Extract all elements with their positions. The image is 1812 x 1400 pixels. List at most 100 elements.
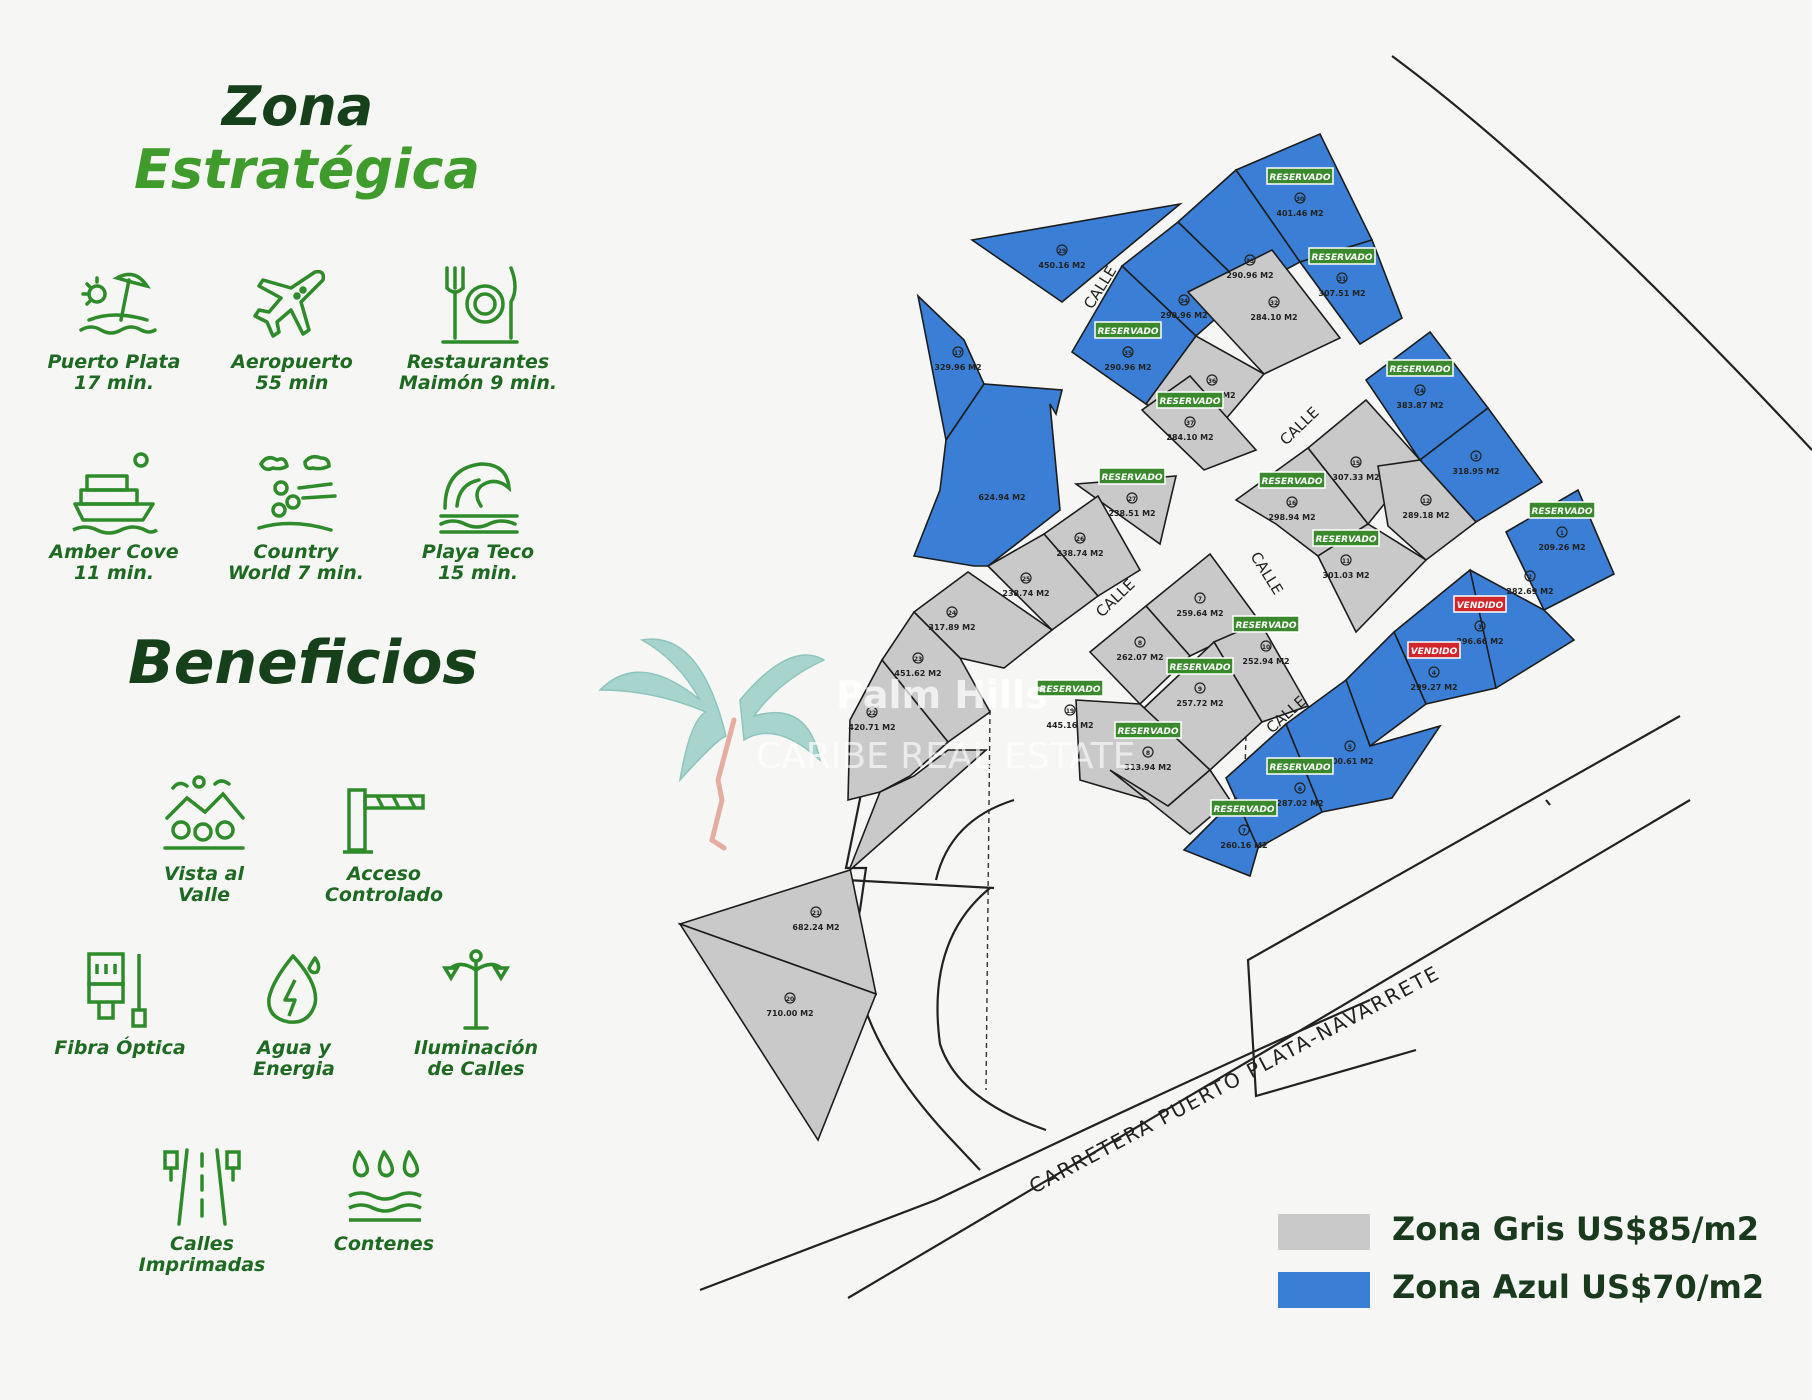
lot-number-marker [1244, 254, 1256, 266]
street-label-4: CALLE [1247, 549, 1287, 598]
beneficios-title: Beneficios [128, 628, 479, 698]
lot-number: 5 [1348, 744, 1352, 751]
legend-swatch-azul [1278, 1272, 1370, 1308]
title-zona: Zona [222, 75, 374, 138]
lot-number: 19 [1066, 708, 1074, 715]
wave-icon [439, 462, 519, 534]
lot-area: 287.02 M2 [1276, 799, 1323, 808]
lot-area: 317.89 M2 [928, 623, 975, 632]
lot-number: 14 [1416, 388, 1424, 395]
lot-number-marker [912, 652, 924, 664]
access-road-curve [934, 798, 1015, 881]
tag-background [1266, 757, 1334, 775]
reservado-tag: RESERVADO [1258, 471, 1326, 489]
lot-number-marker [1420, 494, 1432, 506]
lot-number-marker [1064, 704, 1076, 716]
lot-number-marker [1184, 416, 1196, 428]
access-road-crossing [845, 878, 995, 890]
watermark-sub: CARIBE REAL ESTATE [756, 736, 1136, 777]
reservado-tag: RESERVADO [1036, 679, 1104, 697]
easement-line-west [985, 709, 991, 1091]
tag-label: RESERVADO [1389, 365, 1450, 375]
road-label: CARRETERA PUERTO PLATA-NAVARRETE [1025, 960, 1444, 1198]
lot-22 [847, 658, 950, 802]
cruise-ship-icon [72, 452, 158, 535]
water-drops-icon [348, 1150, 422, 1222]
road-edge-lower [699, 998, 1371, 1292]
tag-label: RESERVADO [1169, 663, 1230, 673]
lot-area: 420.71 M2 [848, 723, 895, 732]
feature-puerto-plata: Puerto Plata 17 min. [24, 258, 204, 394]
lot-number: 9 [1198, 686, 1202, 693]
lot-29 [969, 202, 1183, 304]
lot-area: 290.96 M2 [1104, 363, 1151, 372]
lot-number: 36 [1208, 378, 1216, 385]
reservado-tag: RESERVADO [1156, 391, 1224, 409]
lot-number: 21 [812, 910, 820, 917]
tag-background [1386, 359, 1454, 377]
tag-label: RESERVADO [1235, 621, 1296, 631]
lot-number: 4 [1432, 670, 1436, 677]
beach-umbrella-icon [79, 272, 157, 335]
reservado-tag: RESERVADO [1266, 757, 1334, 775]
lot-number-marker [1126, 492, 1138, 504]
zona-gris-lots [677, 248, 1478, 1142]
watermark-logo: Palm Hills CARIBE REAL ESTATE [598, 638, 1136, 851]
lot-number-marker [1470, 450, 1482, 462]
lot-area: 299.27 M2 [1410, 683, 1457, 692]
reservado-tag: RESERVADO [1266, 167, 1334, 185]
paved-road-icon [163, 1148, 241, 1226]
lot-25 [986, 532, 1100, 632]
benefit-label: Iluminación de Calles [413, 1037, 539, 1080]
lot-area: 298.94 M2 [1268, 513, 1315, 522]
lot-number-marker [1286, 496, 1298, 508]
lot-area: 329.96 M2 [934, 363, 981, 372]
palm-leaves-icon [598, 638, 727, 783]
plate-cutlery-icon [441, 266, 519, 344]
lot-number-marker [1178, 294, 1190, 306]
water-energy-icon [267, 954, 321, 1024]
lot-number: 24 [948, 610, 956, 617]
feature-label: Puerto Plata 17 min. [47, 351, 181, 394]
fiber-cable-icon [87, 952, 147, 1028]
feature-label: Country World 7 min. [228, 541, 364, 584]
tag-label: RESERVADO [1315, 535, 1376, 545]
vendido-tag: VENDIDO [1453, 595, 1507, 613]
lot-area: 252.94 M2 [1242, 657, 1289, 666]
lot-area: 209.26 M2 [1538, 543, 1585, 552]
lot-number-marker [1350, 456, 1362, 468]
tag-background [1210, 799, 1278, 817]
reservado-tag: RESERVADO [1312, 529, 1380, 547]
feature-label: Amber Cove 11 min. [49, 541, 179, 584]
lot-area: 257.72 M2 [1176, 699, 1223, 708]
benefit-label: Fibra Óptica [54, 1037, 186, 1059]
lot-area: 238.74 M2 [1002, 589, 1049, 598]
lot-number: 23 [914, 656, 922, 663]
lot-area: 289.18 M2 [1402, 511, 1449, 520]
lot-area: 301.03 M2 [1322, 571, 1369, 580]
valley-view-icon [163, 775, 245, 850]
reservado-tag: RESERVADO [1232, 615, 1300, 633]
palm-trunk-icon [709, 717, 737, 851]
reservado-tag: RESERVADO [1166, 657, 1234, 675]
benefit-label: Acceso Controlado [324, 863, 444, 906]
reservado-tag: RESERVADO [1210, 799, 1278, 817]
lot-area: 307.51 M2 [1318, 289, 1365, 298]
feature-amber-cove: Amber Cove 11 min. [24, 448, 204, 584]
tag-background [1308, 247, 1376, 265]
lot-area: 290.96 M2 [1226, 271, 1273, 280]
benefit-calles-imprimadas: Calles Imprimadas [112, 1140, 292, 1276]
lot-area: 282.69 M2 [1506, 587, 1553, 596]
lot-number-marker [946, 606, 958, 618]
feature-aeropuerto: Aeropuerto 55 min [202, 258, 382, 394]
lot-number: 35 [1124, 350, 1132, 357]
lot-32 [1186, 248, 1342, 375]
lot-number: 29 [1058, 248, 1066, 255]
feature-label: Restaurantes Maimón 9 min. [398, 351, 558, 394]
lot-number: 8 [1138, 640, 1142, 647]
tag-label: RESERVADO [1117, 727, 1178, 737]
reservado-tag: RESERVADO [1386, 359, 1454, 377]
lot-area: 284.10 M2 [1166, 433, 1213, 442]
lot-number: 37 [1186, 420, 1194, 427]
